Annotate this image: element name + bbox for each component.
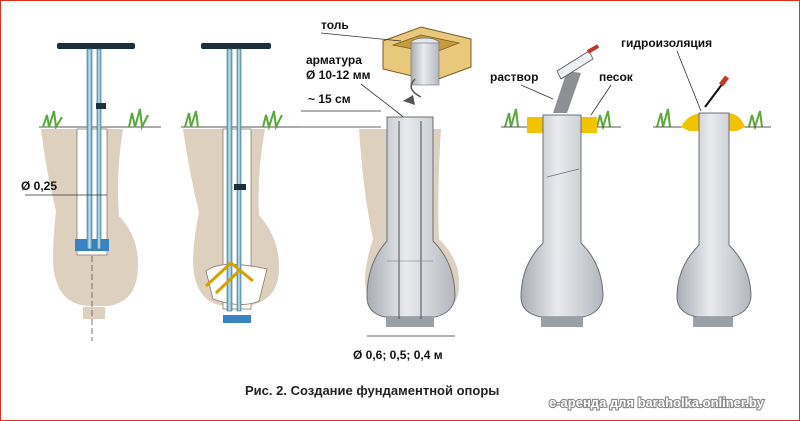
label-gidroizolyatsiya: гидроизоляция (621, 36, 712, 50)
arrow-head (403, 95, 415, 105)
leader-gidroizolyatsiya (676, 50, 702, 112)
leader-armatura (360, 83, 407, 120)
soil (41, 129, 139, 306)
drill-rod-2 (236, 48, 242, 312)
figure-caption: Рис. 2. Создание фундаментной опоры (245, 383, 499, 398)
step-3-reinforcement: толь арматура Ø 10-12 мм ~ 15 см Ø 0,6; … (301, 18, 472, 362)
step-4-mortar: раствор песок (490, 44, 634, 327)
step-1-drilling: Ø 0,25 (21, 43, 161, 341)
label-tol: толь (321, 18, 349, 32)
leader-rastvor (520, 84, 554, 100)
drill-rod (226, 48, 233, 312)
label-pesok: песок (599, 70, 634, 84)
drill-rod (86, 48, 93, 250)
label-depth: ~ 15 см (308, 92, 351, 106)
watermark: e-аренда для baraholka.onliner.by (549, 395, 765, 410)
label-rastvor: раствор (490, 70, 538, 84)
trowel (556, 50, 594, 80)
trowel-handle (586, 44, 600, 54)
step-5-waterproofing: гидроизоляция (621, 36, 771, 327)
arrow-curve (410, 78, 422, 98)
grass (184, 110, 283, 131)
sand-left (527, 117, 545, 133)
pillar-foot (541, 317, 583, 327)
drill-handle (57, 43, 135, 49)
drill-clamp (234, 184, 246, 190)
leader-tol (320, 32, 402, 42)
pillar-foot (693, 317, 733, 327)
label-armatura-2: Ø 10-12 мм (306, 68, 371, 82)
leader-pesok (590, 84, 612, 116)
drill-clamp (96, 103, 106, 109)
mortar-flow (553, 71, 581, 113)
tol-roll (410, 42, 440, 86)
sand-right (579, 117, 597, 133)
step-2-widening (181, 43, 301, 323)
concrete-pillar (520, 114, 604, 318)
widened-cavity (205, 264, 268, 305)
label-base-diameters: Ø 0,6; 0,5; 0,4 м (353, 348, 443, 362)
concrete-pillar (676, 112, 752, 318)
label-hole-diameter: Ø 0,25 (21, 179, 57, 193)
expander-arms (204, 261, 254, 295)
pillar-seam (546, 168, 580, 178)
drill-rod-2 (96, 48, 102, 250)
soil-bottom (83, 307, 105, 319)
label-armatura-1: арматура (306, 53, 362, 67)
grass (42, 108, 149, 131)
brush-handle (704, 82, 724, 108)
brush-grip (719, 75, 729, 87)
concrete-pillar (366, 116, 456, 318)
pillar-foot (386, 317, 434, 327)
drill-handle (201, 43, 271, 49)
soil (183, 129, 280, 306)
auger-blade (223, 315, 251, 323)
